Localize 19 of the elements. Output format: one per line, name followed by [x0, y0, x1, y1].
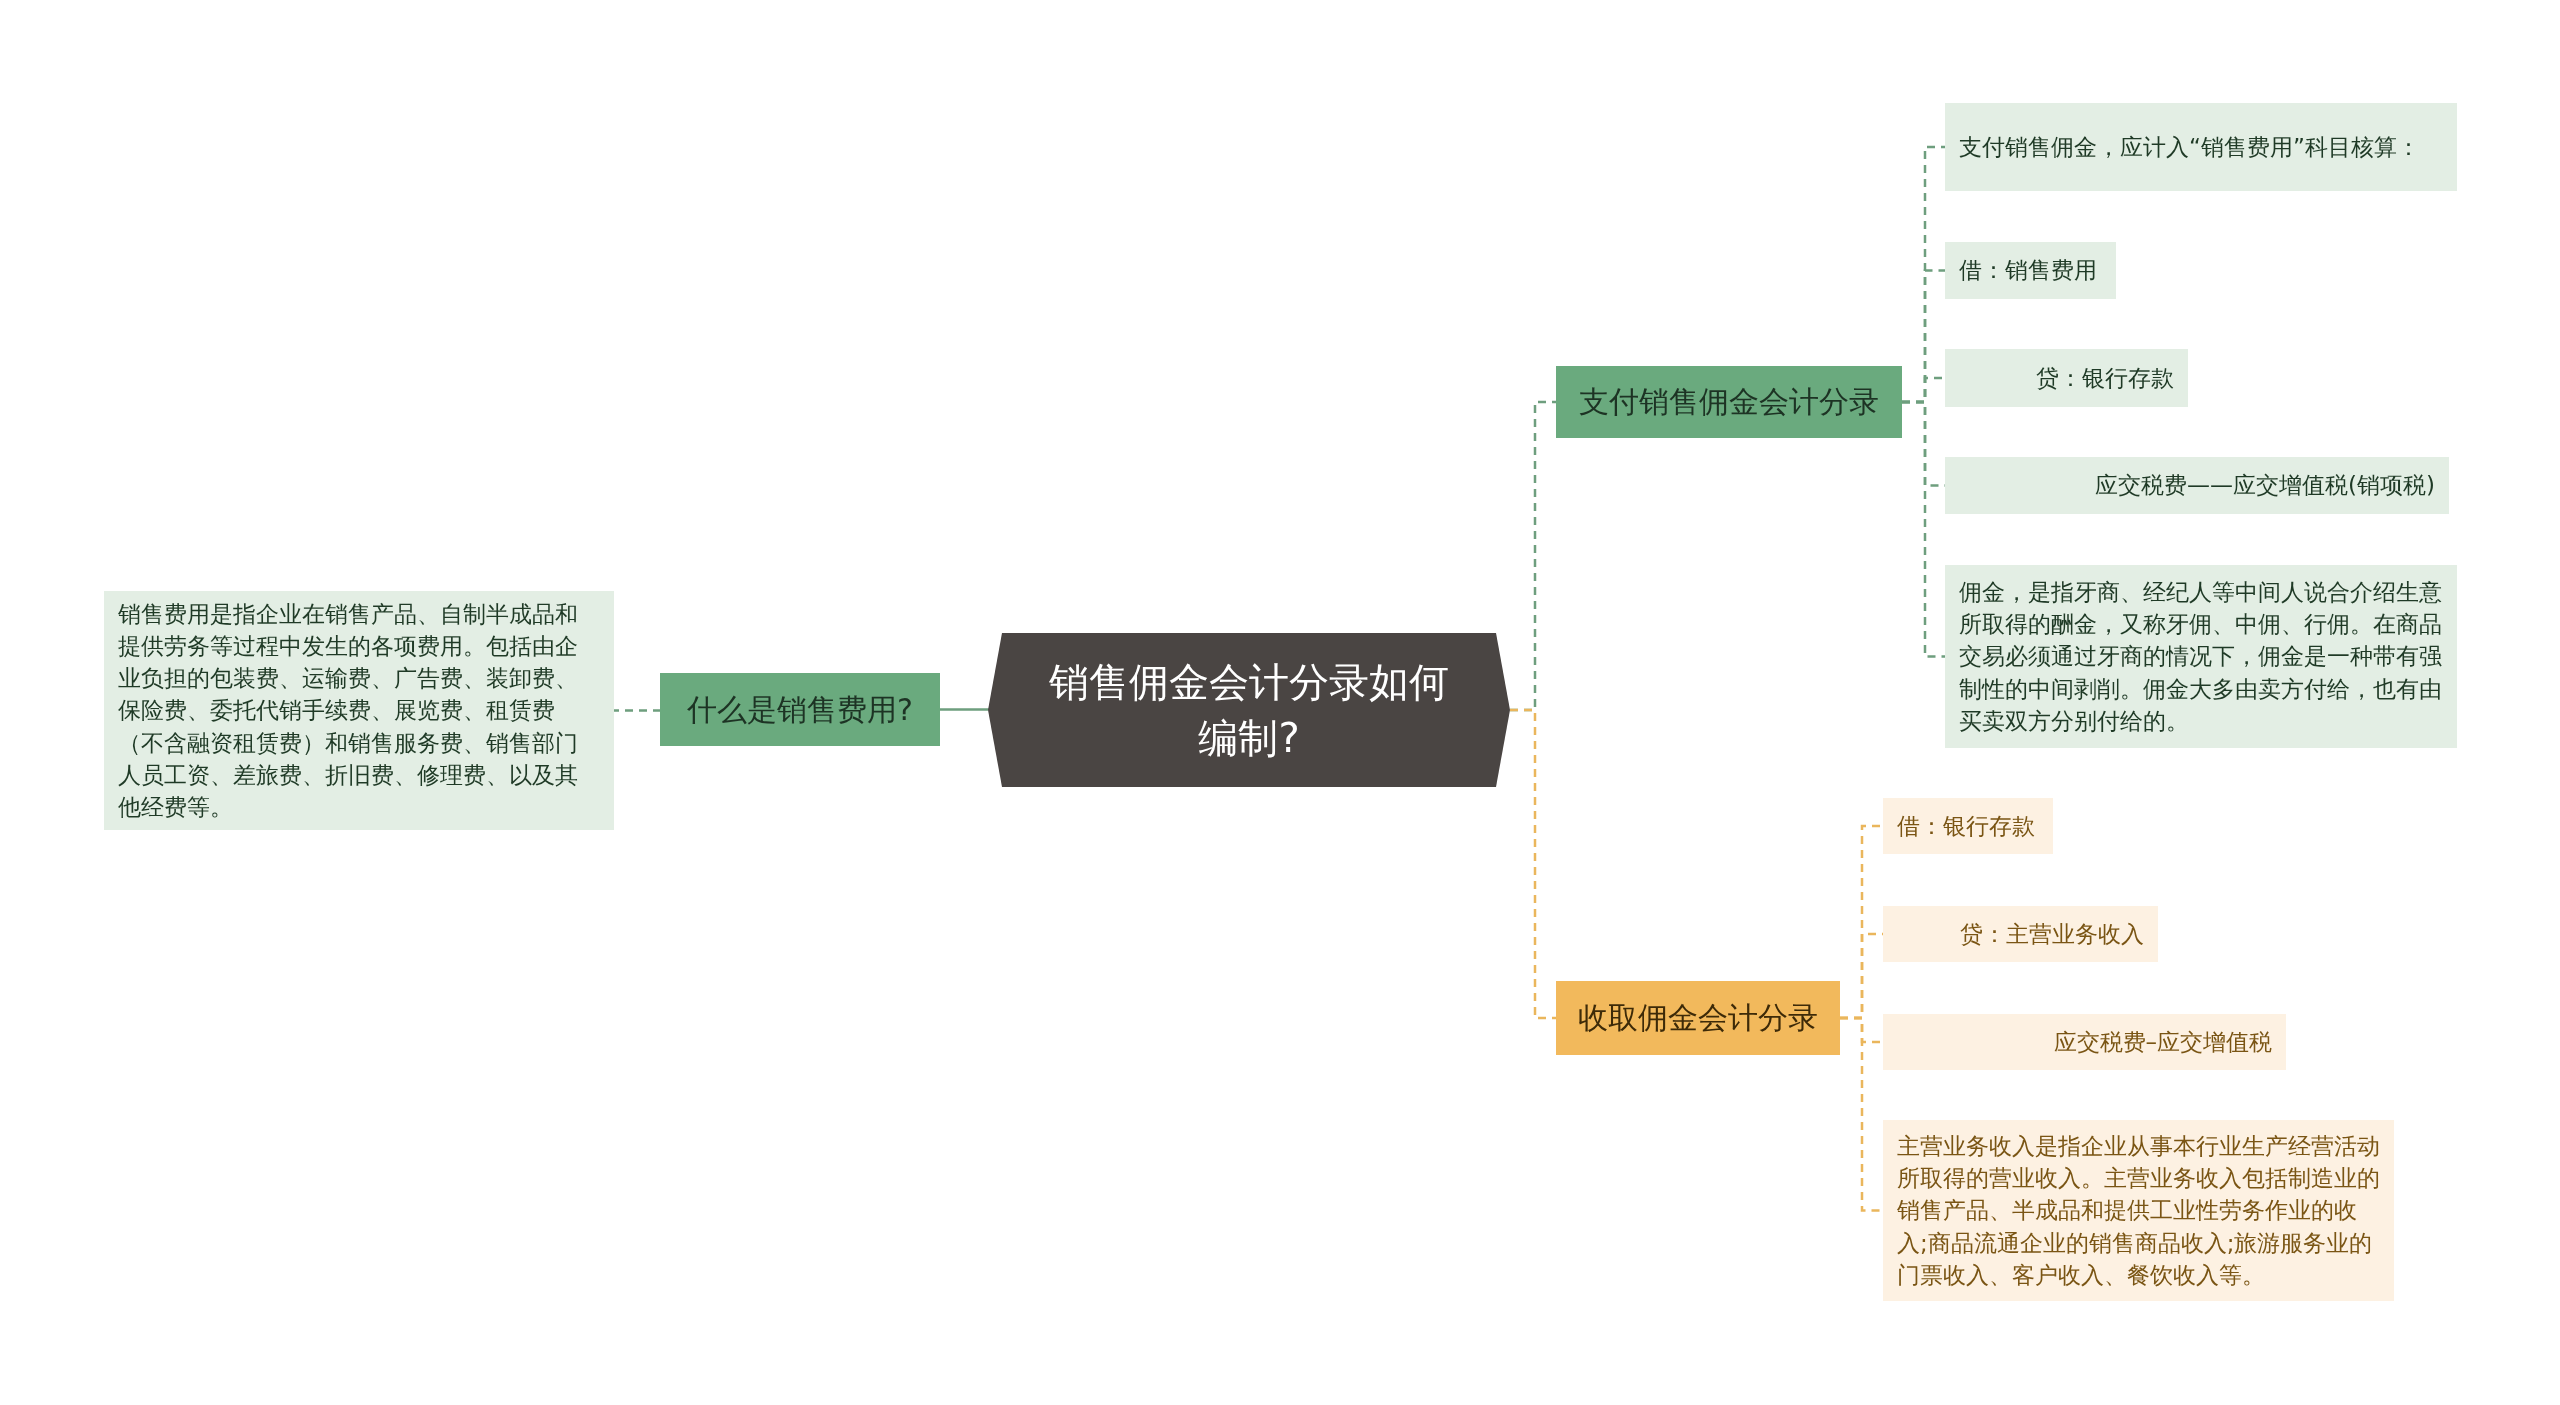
- note-box: 销售费用是指企业在销售产品、自制半成品和提供劳务等过程中发生的各项费用。包括由企业负担的包装费、运输费、广告费、装卸费、保险费、委托代销手续费、展览费、租赁费（不含融资租赁费）和销售服务费、销售部门人员工资、差旅费、折旧费、修理费、以及其他经费等。: [104, 591, 614, 830]
- connector-line: [1902, 400, 1945, 658]
- topic-box: 支付销售佣金会计分录: [1556, 366, 1902, 438]
- note-box: 主营业务收入是指企业从事本行业生产经营活动所取得的营业收入。主营业务收入包括制造业的销售产品、半成品和提供工业性劳务作业的收入;商品流通企业的销售商品收入;旅游服务业的门票收入、客户收入、餐饮收入等。: [1883, 1120, 2394, 1301]
- note-box: 贷：主营业务收入: [1883, 906, 2158, 962]
- note-box: 贷：银行存款: [1945, 349, 2188, 407]
- connector-line: [940, 708, 990, 712]
- central-topic: 销售佣金会计分录如何编制?: [988, 633, 1510, 787]
- connector-line: [1510, 708, 1556, 1020]
- topic-box: 收取佣金会计分录: [1556, 981, 1840, 1055]
- note-box: 借：销售费用: [1945, 242, 2116, 299]
- topic-box: 什么是销售费用?: [660, 673, 940, 746]
- note-box: 应交税费——应交增值税(销项税): [1945, 457, 2449, 514]
- connector-line: [614, 708, 662, 712]
- note-box: 佣金，是指牙商、经纪人等中间人说合介绍生意所取得的酬金，又称牙佣、中佣、行佣。在商品交易必须通过牙商的情况下，佣金是一种带有强制性的中间剥削。佣金大多由卖方付给，也有由买卖双方分别付给的。: [1945, 565, 2457, 748]
- connector-line: [1840, 1016, 1883, 1212]
- note-box: 支付销售佣金，应计入“销售费用”科目核算：: [1945, 103, 2457, 191]
- note-box: 应交税费–应交增值税: [1883, 1014, 2286, 1070]
- note-box: 借：银行存款: [1883, 798, 2053, 854]
